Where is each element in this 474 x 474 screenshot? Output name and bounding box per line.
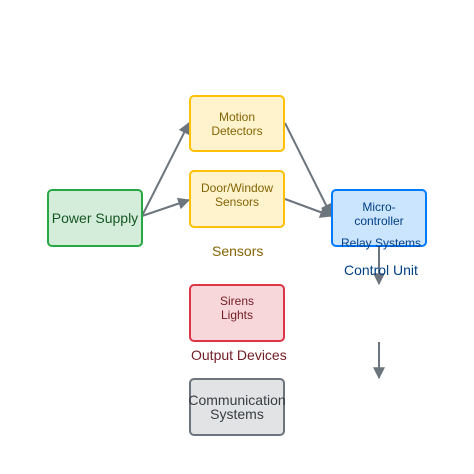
edge-power-to-door-window (141, 197, 191, 217)
door-window-sensors-node: Door/Window Sensors (189, 170, 285, 228)
microcontroller-node: Micro- controller (331, 189, 427, 247)
edge-door-window-to-microcontroller (284, 198, 333, 218)
relay-systems-label: Relay Systems (341, 236, 422, 250)
control-unit-group-label: Control Unit (344, 262, 418, 278)
motion-detectors-label-line-2: Detectors (211, 123, 263, 138)
door-window-sensors-label-line-1: Door/Window (200, 181, 274, 195)
microcontroller-label-line-1: Micro- (362, 200, 396, 214)
edge-power-to-motion (141, 121, 190, 217)
output-devices-group-label: Output Devices (191, 347, 287, 363)
communication-systems-label-line-1: Communication (188, 392, 286, 408)
door-window-sensors-label-line-2: Sensors (214, 195, 260, 209)
communication-systems-label-line-2: Systems (210, 406, 264, 422)
power-supply-label: Power Supply (51, 210, 139, 226)
sirens-lights-node: Sirens Lights (189, 284, 285, 342)
motion-detectors-node: Motion Detectors (189, 95, 285, 152)
sirens-lights-label-line-2: Lights (220, 308, 254, 322)
sirens-lights-label-line-1: Sirens (219, 294, 254, 308)
sensors-group-label: Sensors (212, 243, 264, 259)
microcontroller-label-line-2: controller (354, 214, 404, 228)
motion-detectors-label-line-1: Motion (218, 109, 256, 124)
communication-systems-node: Communication Systems (188, 378, 286, 436)
edge-motion-to-microcontroller (284, 122, 332, 217)
power-supply-node: Power Supply (47, 189, 143, 247)
